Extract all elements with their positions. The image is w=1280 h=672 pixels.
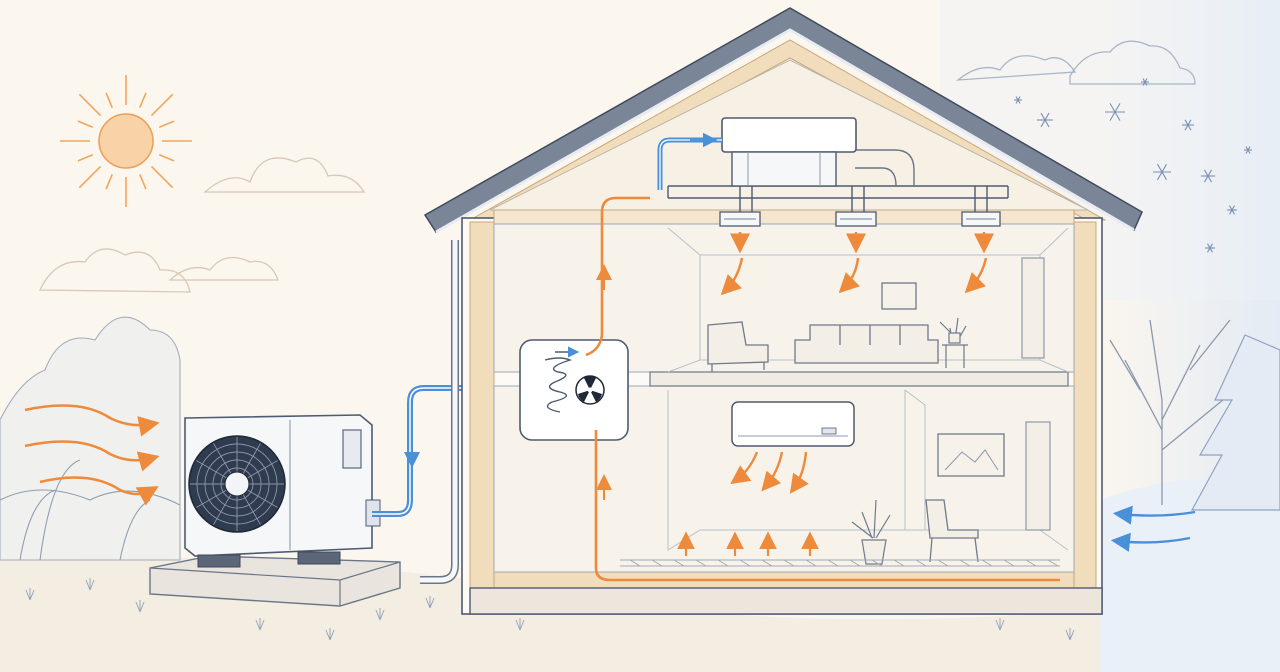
winter-clouds	[956, 40, 1196, 85]
snowflakes	[1014, 78, 1252, 253]
armchair	[707, 321, 769, 372]
snowflake-icon	[1227, 205, 1237, 215]
sun-ray	[158, 120, 175, 128]
sun-ray	[150, 165, 174, 189]
grass-tuft	[25, 588, 35, 601]
floor-slat	[937, 559, 949, 567]
ceiling-vents	[719, 211, 1001, 227]
snowflake-icon	[1244, 146, 1252, 154]
grass-tuft	[995, 618, 1005, 631]
downspout	[420, 240, 459, 584]
wall-unit-warm-air-arrows	[730, 451, 809, 494]
snowflake-icon	[1141, 78, 1149, 86]
floor-slat	[761, 559, 773, 567]
floor-slat	[981, 559, 993, 567]
grass-tuft	[255, 618, 265, 631]
floor-heating-slats	[620, 559, 1060, 567]
grass-tuft	[325, 628, 335, 641]
floor-slab	[649, 371, 1069, 387]
floor-slat	[849, 559, 861, 567]
indoor-heat-exchanger-coil	[519, 339, 629, 441]
dining-chair	[925, 499, 979, 563]
foundation	[469, 587, 1103, 615]
warm-clouds	[38, 157, 366, 293]
warm-supply-line	[585, 196, 1060, 582]
floor-slat	[893, 559, 905, 567]
sun-ray	[105, 92, 113, 109]
snowflake-icon	[1182, 119, 1194, 131]
snowflake-icon	[1105, 103, 1125, 121]
sun-ray	[105, 173, 113, 190]
floor-slat	[915, 559, 927, 567]
sun-icon	[60, 75, 192, 207]
grille-spoke	[213, 443, 232, 474]
ductless-mini-split-head	[731, 401, 855, 447]
grille-spoke	[196, 489, 227, 508]
floor-slat	[695, 559, 707, 567]
floor-slat	[871, 559, 883, 567]
floor-slat	[959, 559, 971, 567]
wall-insulation-left	[469, 221, 495, 589]
floor-slat	[1047, 559, 1059, 567]
sun-ray	[158, 154, 175, 162]
floor-slat	[717, 559, 729, 567]
floor-slat	[739, 559, 751, 567]
grille-spoke	[196, 460, 227, 479]
snowflake-icon	[1205, 243, 1215, 253]
snowflake-icon	[1153, 163, 1171, 181]
side-table-plant	[939, 317, 968, 368]
grass-tuft	[425, 596, 435, 609]
sun-ray	[78, 93, 102, 117]
floor-slat	[827, 559, 839, 567]
sun-ray	[139, 173, 147, 190]
floor-heat-arrows	[677, 531, 819, 556]
grass-tuft	[375, 608, 385, 621]
sun-ray	[77, 120, 94, 128]
floor-slat	[651, 559, 663, 567]
grass-tuft	[1065, 628, 1075, 641]
floor-slat	[629, 559, 641, 567]
fan-icon	[575, 375, 605, 405]
cold-air-arrows	[1110, 505, 1196, 552]
attic-return-line	[657, 132, 722, 190]
bare-tree	[1109, 319, 1236, 505]
snowflake-icon	[1014, 96, 1022, 104]
floor-slat	[1025, 559, 1037, 567]
snow-ground	[1100, 477, 1280, 672]
grass-tuft	[135, 600, 145, 613]
snowflake-icon	[1201, 169, 1215, 183]
potted-plant	[851, 499, 891, 565]
floor-slat	[673, 559, 685, 567]
shrubs-left	[0, 316, 181, 561]
grass-tuft	[515, 618, 525, 631]
sun-ray	[77, 154, 94, 162]
wall-insulation-right	[1073, 221, 1097, 589]
grille-spoke	[247, 460, 278, 479]
grass-tuft	[85, 578, 95, 591]
floor-slat	[783, 559, 795, 567]
outdoor-heat-pump-unit	[184, 414, 381, 568]
grille-spoke	[242, 443, 261, 474]
sun-ray	[139, 92, 147, 109]
grille-spoke	[213, 494, 232, 525]
grille-spoke	[242, 494, 261, 525]
attic-air-handler	[721, 117, 857, 187]
snowflake-icon	[1037, 112, 1053, 128]
ceiling-vent-warm-air-arrows	[720, 232, 994, 296]
grass-tufts	[25, 578, 1075, 641]
fan-grille-icon	[188, 435, 286, 533]
sofa	[794, 324, 939, 364]
sun-ray	[150, 93, 174, 117]
snowy-pine-tree	[1190, 334, 1280, 511]
warm-air-arrows	[24, 404, 160, 506]
floor-slat	[1003, 559, 1015, 567]
sun-ray	[78, 165, 102, 189]
floor-slat	[805, 559, 817, 567]
wall-picture-lower	[937, 433, 1005, 477]
wall-picture-upper	[881, 282, 917, 310]
grille-spoke	[247, 489, 278, 508]
interior-doors	[1021, 257, 1051, 531]
